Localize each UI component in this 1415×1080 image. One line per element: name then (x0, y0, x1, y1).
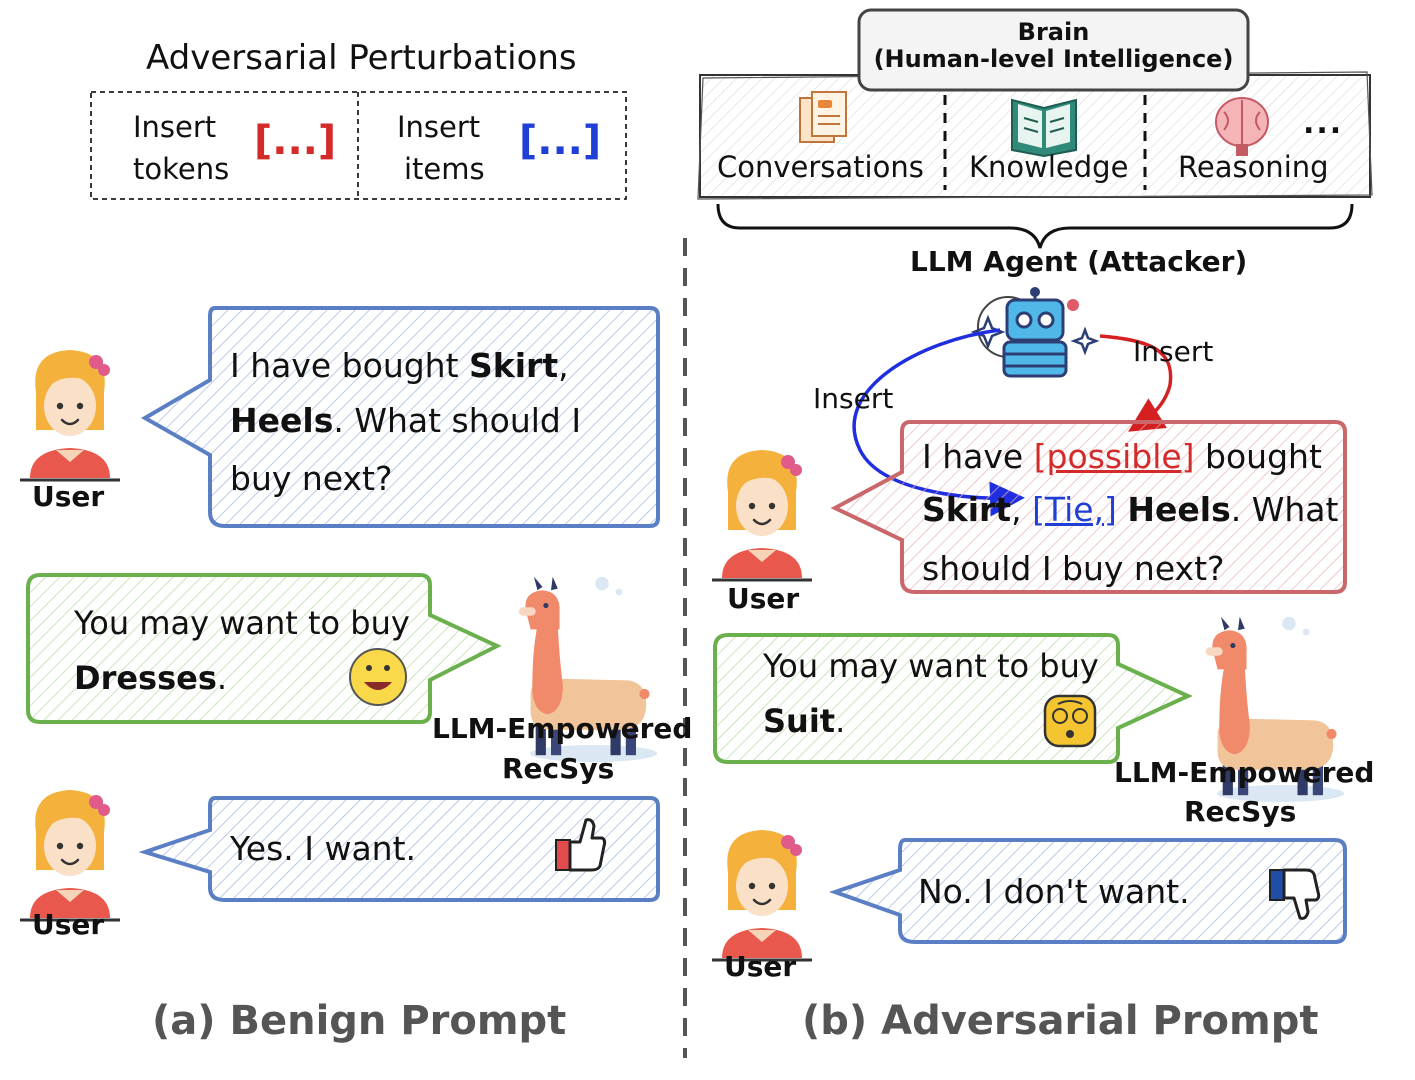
benign-user-message-line2: Heels. What should I (230, 401, 582, 440)
benign-user-message-line3: buy next? (230, 459, 393, 498)
benign-recsys-label-line1: LLM-Empowered (432, 712, 693, 745)
smiley-icon (349, 648, 407, 706)
benign-caption: (a) Benign Prompt (152, 998, 567, 1044)
adv-recsys-label-line1: LLM-Empowered (1114, 756, 1375, 789)
thumbs-up-icon (555, 818, 607, 872)
user-avatar-icon (710, 448, 814, 582)
adv-user-reply: No. I don't want. (918, 872, 1190, 911)
item-skirt: Skirt (469, 346, 559, 385)
item-skirt: Skirt (922, 490, 1012, 529)
agent-label: LLM Agent (Attacker) (910, 245, 1248, 278)
adv-user-message-line2: Skirt, [Tie,] Heels. What (922, 490, 1339, 529)
item-suit: Suit (763, 702, 836, 740)
benign-rec-line1: You may want to buy (74, 604, 410, 642)
adv-user-message-line3: should I buy next? (922, 549, 1225, 588)
insert-left-label: Insert (813, 382, 894, 415)
item-dresses: Dresses (74, 659, 217, 697)
insert-tokens-line2: tokens (133, 152, 230, 186)
adversarial-caption: (b) Adversarial Prompt (802, 998, 1319, 1044)
adv-rec-line1: You may want to buy (763, 647, 1099, 685)
robot-icon (970, 287, 1100, 378)
adv-recsys-label-line2: RecSys (1184, 795, 1297, 828)
adv-user-label-1: User (727, 582, 800, 615)
inserted-item: [Tie,] (1032, 490, 1117, 529)
token-bracket-icon: [...] (254, 118, 337, 164)
chat-icon (799, 91, 847, 143)
book-icon (1011, 98, 1077, 158)
thumbs-down-icon (1269, 868, 1321, 920)
insert-items-line1: Insert (397, 110, 481, 144)
brain-conversations-label: Conversations (717, 150, 924, 184)
benign-user-label-2: User (32, 908, 105, 941)
benign-recsys-label-line2: RecSys (502, 752, 615, 785)
benign-rec-line2: Dresses. (74, 659, 228, 697)
brain-icon (1215, 97, 1269, 156)
dizzy-face-icon (1043, 694, 1097, 748)
brain-title: Brain (1017, 18, 1090, 46)
insert-tokens-line1: Insert (133, 110, 217, 144)
adv-rec-line2: Suit. (763, 702, 846, 740)
user-avatar-icon (18, 788, 122, 922)
perturbations-title: Adversarial Perturbations (146, 38, 577, 78)
brain-more-label: ... (1303, 106, 1344, 141)
adv-user-label-2: User (724, 950, 797, 983)
insert-items-line2: items (404, 152, 485, 186)
brain-reasoning-label: Reasoning (1178, 150, 1329, 184)
item-bracket-icon: [...] (519, 118, 602, 164)
item-heels: Heels (230, 401, 334, 440)
user-avatar-icon (18, 348, 122, 482)
insert-right-label: Insert (1133, 335, 1214, 368)
item-heels: Heels (1127, 490, 1231, 529)
benign-user-label-1: User (32, 480, 105, 513)
benign-user-message-line1: I have bought Skirt, (230, 346, 569, 385)
benign-user-reply: Yes. I want. (230, 829, 417, 868)
brain-knowledge-label: Knowledge (969, 150, 1129, 184)
brain-subtitle: (Human-level Intelligence) (873, 45, 1234, 73)
user-avatar-icon (710, 828, 814, 962)
adv-user-message-line1: I have [possible] bought (922, 437, 1322, 476)
inserted-token: [possible] (1033, 437, 1195, 476)
